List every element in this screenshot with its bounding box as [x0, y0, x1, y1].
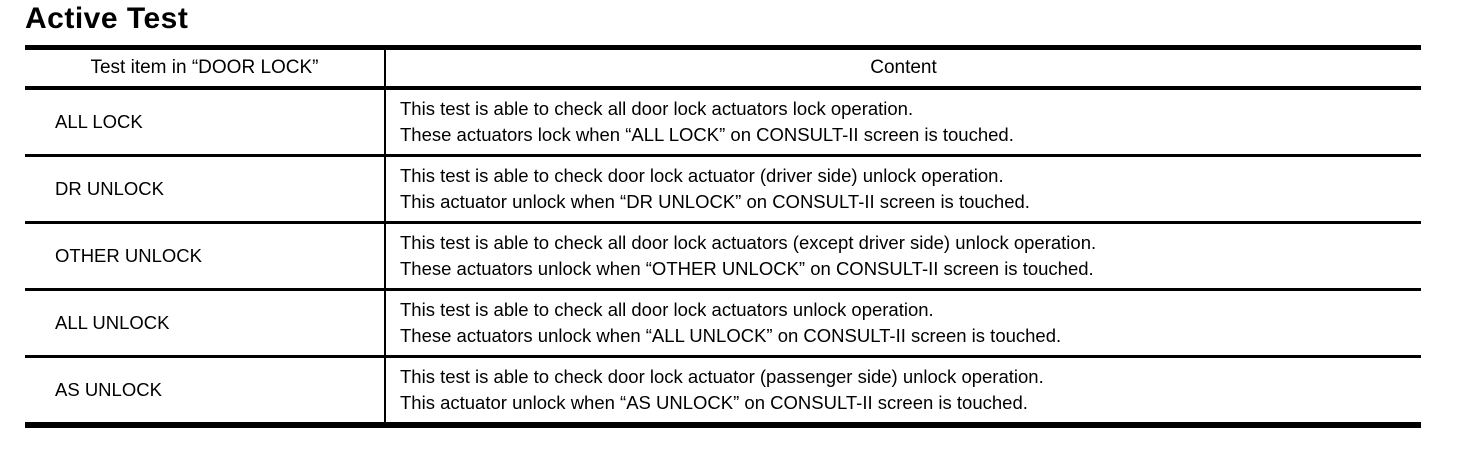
content-line: These actuators unlock when “OTHER UNLOC… [400, 257, 1094, 279]
header-cell-content: Content [385, 47, 1421, 90]
table-row: AS UNLOCK This test is able to check doo… [25, 354, 1421, 425]
header-cell-test-item: Test item in “DOOR LOCK” [25, 47, 386, 90]
content-line: These actuators unlock when “ALL UNLOCK”… [400, 324, 1062, 346]
cell-content: This test is able to check all door lock… [385, 88, 1421, 156]
cell-content: This test is able to check all door lock… [385, 220, 1421, 289]
cell-test-item: OTHER UNLOCK [25, 220, 386, 289]
content-line: This test is able to check all door lock… [400, 97, 914, 119]
cell-content: This test is able to check door lock act… [385, 354, 1421, 425]
page-title: Active Test [25, 2, 189, 35]
content-line: This test is able to check door lock act… [400, 365, 1044, 387]
content-line: This test is able to check all door lock… [400, 231, 1097, 253]
content-line: This actuator unlock when “AS UNLOCK” on… [400, 391, 1028, 413]
document-page: Active Test Test item in “DOOR LOCK” Con… [25, 2, 1421, 428]
table-row: OTHER UNLOCK This test is able to check … [25, 220, 1421, 289]
header-row: Test item in “DOOR LOCK” Content [25, 47, 1421, 90]
content-line: This test is able to check all door lock… [400, 298, 934, 320]
cell-test-item: AS UNLOCK [25, 354, 386, 425]
cell-content: This test is able to check door lock act… [385, 153, 1421, 222]
cell-test-item: ALL LOCK [25, 87, 386, 155]
content-line: This test is able to check door lock act… [400, 164, 1004, 186]
cell-content: This test is able to check all door lock… [385, 287, 1421, 356]
table-row: DR UNLOCK This test is able to check doo… [25, 153, 1421, 222]
cell-test-item: DR UNLOCK [25, 153, 386, 222]
table-row: ALL LOCK This test is able to check all … [25, 87, 1421, 156]
content-line: This actuator unlock when “DR UNLOCK” on… [400, 190, 1030, 212]
content-line: These actuators lock when “ALL LOCK” on … [400, 123, 1014, 145]
table-row: ALL UNLOCK This test is able to check al… [25, 287, 1421, 356]
active-test-table: Test item in “DOOR LOCK” Content ALL LOC… [25, 45, 1421, 428]
cell-test-item: ALL UNLOCK [25, 287, 386, 356]
